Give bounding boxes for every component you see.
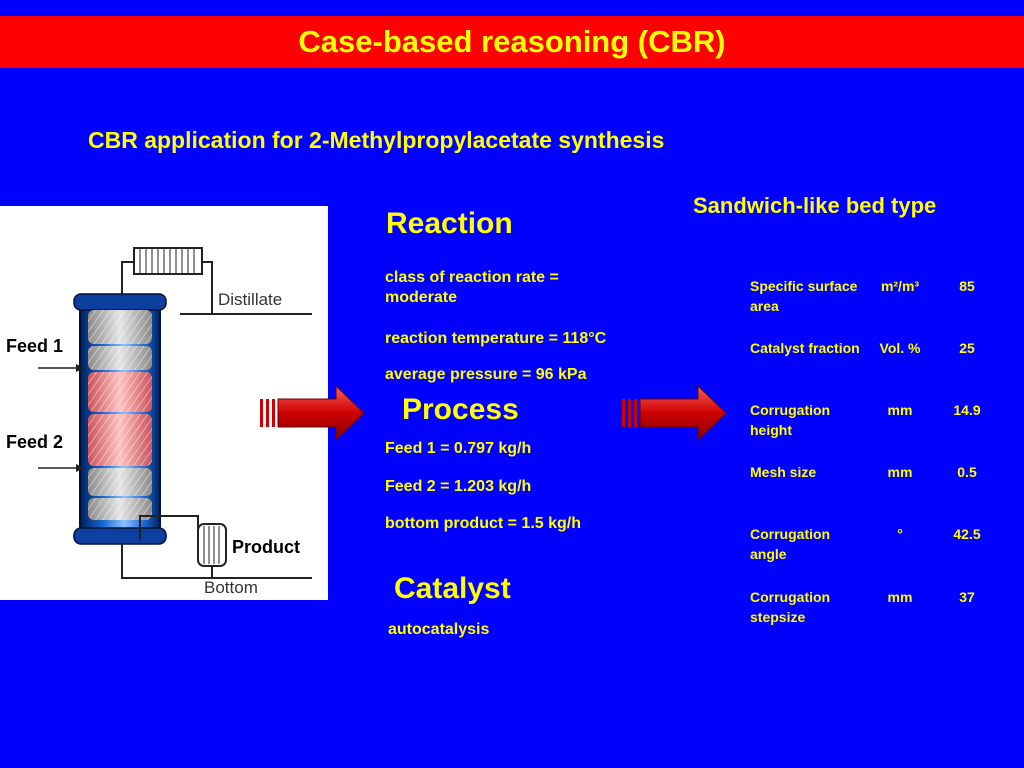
table-row: Mesh size mm 0.5	[750, 462, 1002, 524]
title-bar	[0, 16, 1024, 68]
param-value: 25	[959, 340, 975, 356]
arrow-to-bed-icon	[622, 384, 727, 442]
param-value: 14.9	[953, 402, 981, 418]
slide-subtitle: CBR application for 2-Methylpropylacetat…	[88, 127, 665, 153]
process-bottom-product: bottom product = 1.5 kg/h	[385, 515, 582, 532]
feed1-arrow	[76, 364, 84, 372]
vapor-line	[121, 261, 134, 300]
process-feed2: Feed 2 = 1.203 kg/h	[385, 478, 532, 495]
catalyst-heading: Catalyst	[394, 572, 511, 605]
column-illustration	[38, 247, 312, 579]
slide-title: Case-based reasoning (CBR)	[298, 24, 726, 59]
bed-parameters-table: Specific surface area m²/m³ 85 Catalyst …	[750, 276, 1002, 631]
param-name: Specific surface area	[750, 278, 858, 314]
reboiler	[197, 523, 227, 567]
param-unit: Vol. %	[879, 340, 921, 356]
param-unit: m²/m³	[880, 278, 920, 294]
param-value: 85	[959, 278, 975, 294]
param-value: 42.5	[953, 526, 981, 542]
param-value: 0.5	[957, 464, 977, 480]
feed1-label: Feed 1	[6, 336, 64, 357]
reboiler-vapor-line	[139, 515, 199, 540]
distillate-label: Distillate	[218, 290, 283, 309]
reaction-temperature: reaction temperature = 118°C	[385, 330, 607, 347]
param-value: 37	[959, 589, 975, 605]
param-name: Mesh size	[750, 464, 817, 480]
table-row: Catalyst fraction Vol. % 25	[750, 338, 1002, 400]
table-row: Corrugation stepsize mm 37	[750, 587, 1002, 631]
reaction-rate: class of reaction rate = moderate	[385, 269, 559, 306]
param-unit: mm	[887, 464, 913, 480]
param-unit: °	[897, 526, 903, 542]
product-label: Product	[232, 537, 301, 558]
arrow-to-process-icon	[260, 384, 365, 442]
table-row: Corrugation height mm 14.9	[750, 400, 1002, 462]
param-name: Corrugation angle	[750, 526, 831, 562]
bed-type-heading: Sandwich-like bed type	[693, 193, 937, 218]
catalyst-type: autocatalysis	[388, 621, 490, 638]
reaction-pressure: average pressure = 96 kPa	[385, 366, 587, 383]
param-unit: mm	[887, 589, 913, 605]
process-heading: Process	[402, 393, 519, 426]
condenser	[133, 247, 203, 275]
param-name: Corrugation stepsize	[750, 589, 831, 625]
packing-sections	[88, 310, 152, 520]
column-top-cap	[73, 293, 167, 311]
feed2-label: Feed 2	[6, 432, 64, 453]
param-name: Catalyst fraction	[750, 340, 860, 356]
bottom-label: Bottom	[204, 578, 258, 597]
table-row: Specific surface area m²/m³ 85	[750, 276, 1002, 338]
column-bottom-cap	[73, 527, 167, 545]
param-unit: mm	[887, 402, 913, 418]
param-name: Corrugation height	[750, 402, 831, 438]
feed2-arrow	[76, 464, 84, 472]
table-row: Corrugation angle ° 42.5	[750, 524, 1002, 587]
process-feed1: Feed 1 = 0.797 kg/h	[385, 440, 532, 457]
bottom-line	[121, 544, 312, 579]
reaction-heading: Reaction	[386, 207, 513, 240]
reflux-line	[180, 261, 213, 315]
